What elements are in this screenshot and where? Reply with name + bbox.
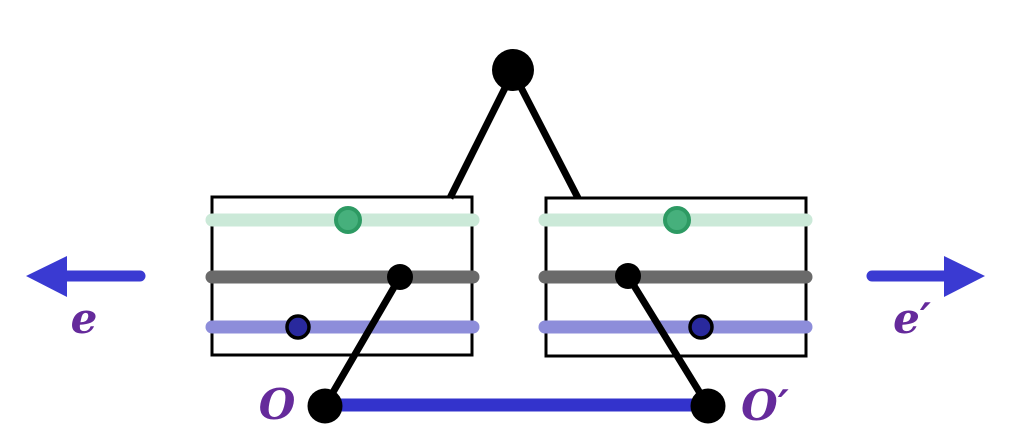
apex-node: [492, 49, 534, 91]
left-green-dot: [334, 206, 362, 234]
label-e: e: [71, 294, 98, 343]
label-e-prime: e′: [893, 294, 931, 343]
left-arrowhead-icon: [26, 256, 67, 297]
left-gray-band-node: [387, 264, 413, 290]
right-arrow: [866, 256, 985, 297]
left-navy-dot: [285, 314, 311, 340]
label-O-prime: O′: [741, 381, 789, 430]
apex-left-edge: [446, 70, 517, 200]
label-O: O: [259, 380, 296, 429]
origin-node-O: [307, 388, 343, 424]
apex-right-edge: [509, 70, 582, 200]
left-arrow: [26, 256, 146, 297]
right-arrowhead-icon: [944, 256, 985, 297]
right-gray-band-node: [615, 263, 641, 289]
right-origin-link: [625, 274, 711, 408]
left-origin-link: [321, 275, 404, 408]
origin-node-O-prime: [690, 388, 726, 424]
right-green-dot: [663, 206, 691, 234]
right-navy-dot: [688, 314, 714, 340]
